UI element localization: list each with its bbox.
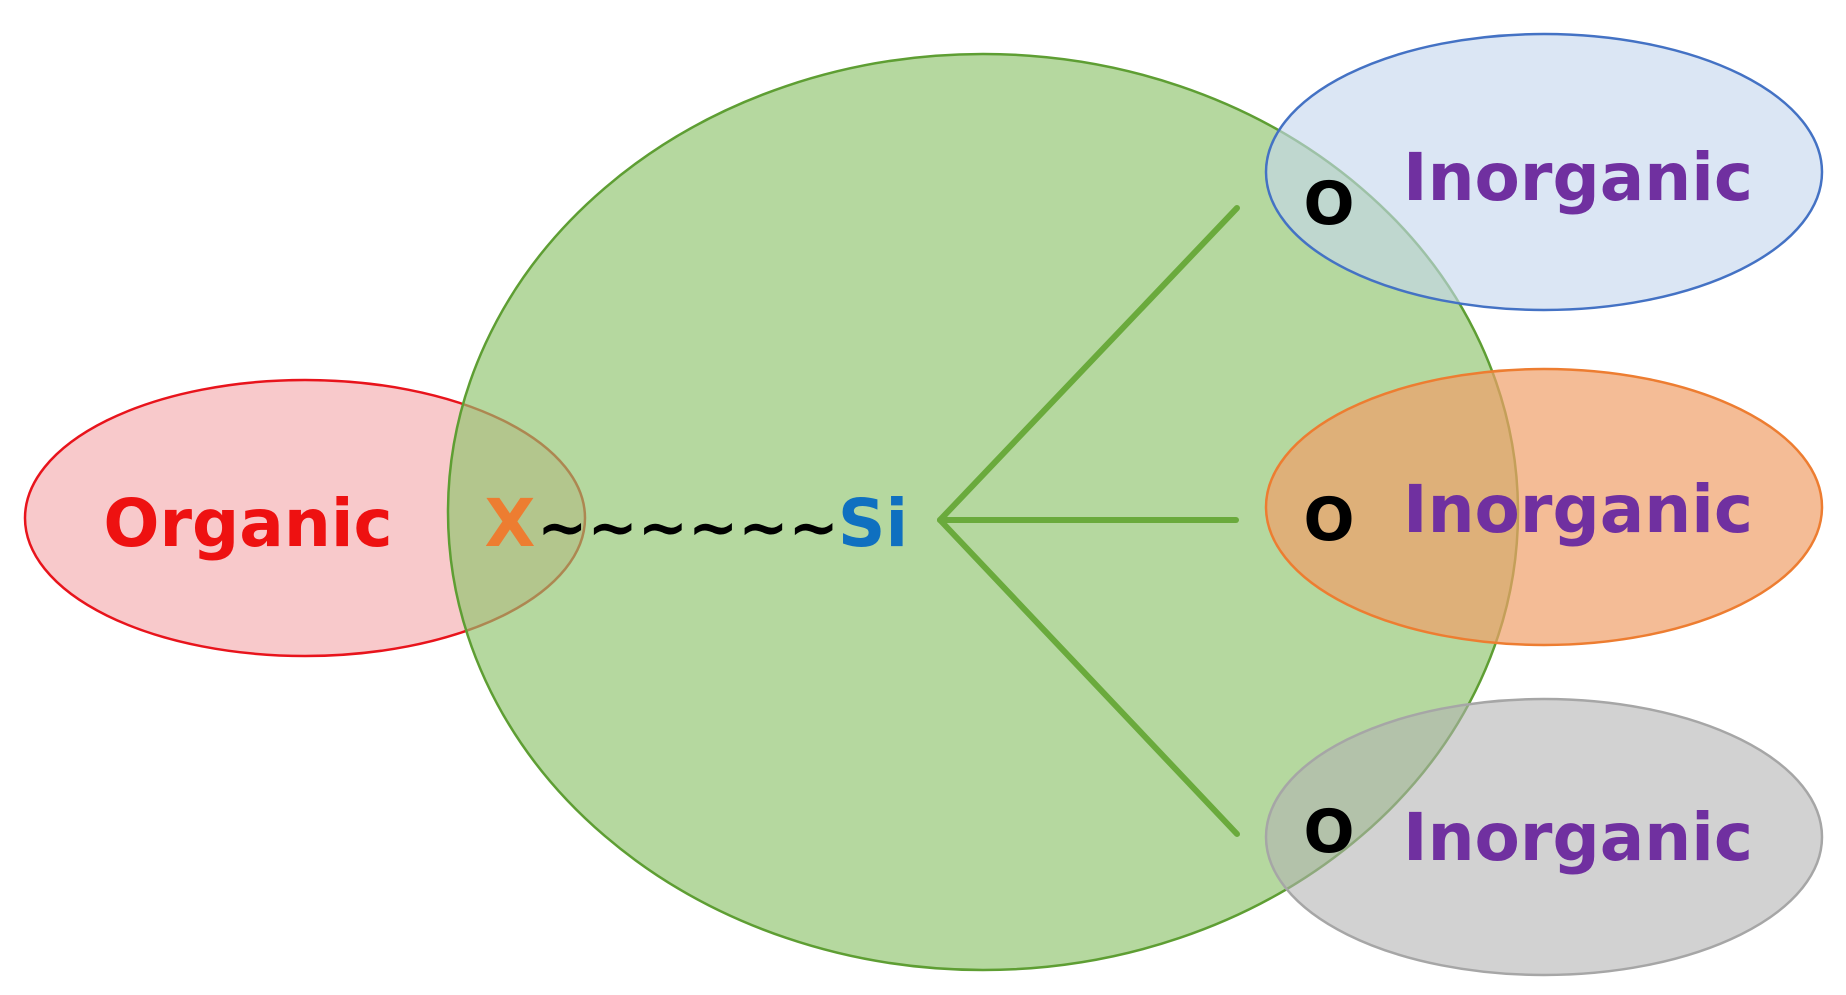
si-bonds	[937, 205, 1240, 837]
inorganic-label-middle: Inorganic	[1403, 471, 1753, 548]
bond-line-top	[937, 205, 1240, 523]
inorganic-label-top: Inorganic	[1403, 139, 1753, 216]
oxygen-label-top: O	[1303, 169, 1354, 239]
bond-line-bottom	[937, 517, 1240, 837]
inorganic-ellipse-top	[1264, 32, 1824, 312]
inorganic-ellipse-bottom	[1264, 697, 1824, 977]
linker-tildes: ~~~~~~	[537, 493, 839, 563]
organic-label: Organic	[103, 485, 392, 562]
si-label: Si	[838, 485, 908, 562]
x-label: X	[485, 485, 536, 562]
oxygen-label-middle: O	[1303, 485, 1354, 555]
inorganic-label-bottom: Inorganic	[1403, 799, 1753, 876]
oxygen-label-bottom: O	[1303, 797, 1354, 867]
inorganic-ellipse-middle	[1264, 367, 1824, 647]
